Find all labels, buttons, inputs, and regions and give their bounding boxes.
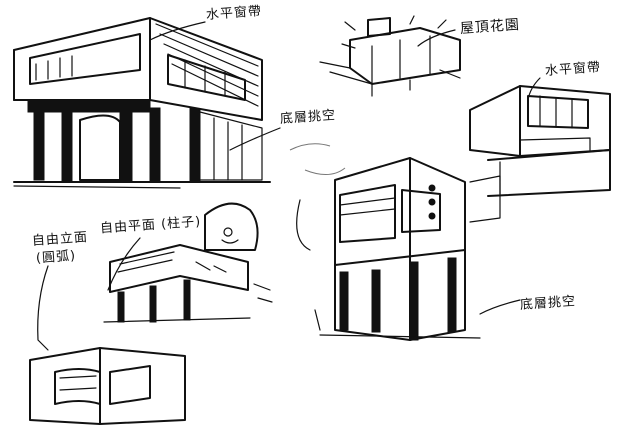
sketch-building-free-plan [103,202,273,323]
sketch-building-tall [296,157,501,341]
sketch-building-curved-facade [29,347,186,425]
sketch-building-main [13,17,271,189]
label-free-facade-note: (圓弧) [35,248,77,267]
leader-lines [37,21,541,351]
sketch-building-right-top [469,85,611,197]
sketch-roof-garden [319,15,461,97]
